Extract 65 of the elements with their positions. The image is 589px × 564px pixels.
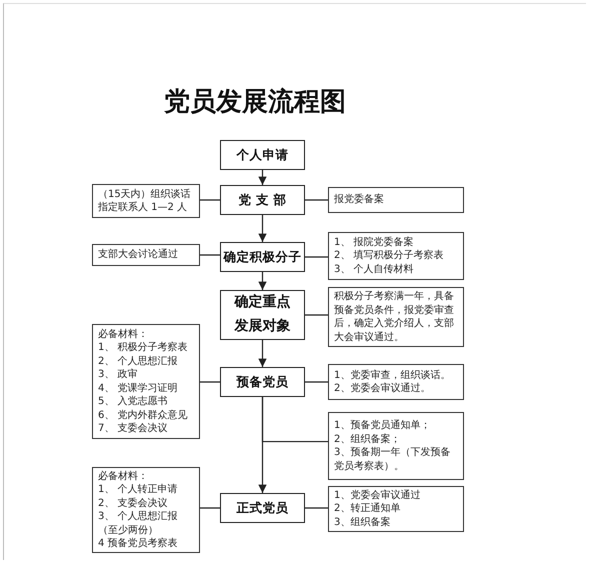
note-box [328,287,464,347]
note-box [328,232,464,280]
note-text: 积极分子考察满一年，具备预备党员条件，报党委审查后，确定入党介绍人，支部大会审议通过。 [334,290,455,344]
connector-line [305,314,328,316]
note-text: 2、转正通知单 [334,502,402,516]
step-label: 正式党员 [236,499,288,518]
process-box [220,367,305,397]
note-box [92,324,200,439]
step-label: 确定积极分子 [224,248,302,266]
note-text: 4 预备党员考察表 [98,537,179,550]
connector-line [305,507,328,509]
connector-line [305,381,328,383]
note-box [328,412,464,480]
note-text: 1、党委会审议通过 [334,488,422,502]
connector-line [305,199,328,201]
process-box [220,140,305,170]
note-box [328,486,464,532]
note-text: 1、 积极分子考察表 [98,341,189,354]
note-text: 3、组织备案 [334,516,392,530]
note-text: 1、预备党员通知单； [334,419,432,432]
arrow [258,340,267,367]
note-box [328,187,464,213]
note-text: （15天内）组织谈话指定联系人 1—2 人 [98,188,192,214]
step-label: 确定重点发展对象 [233,292,292,336]
note-text: 必备材料： [98,328,149,341]
step-label: 个人申请 [236,146,288,164]
step-label: 预备党员 [236,373,288,392]
connector-line [200,199,220,201]
note-text: 2、 填写积极分子考察表 [334,249,445,263]
connector-line [200,507,220,509]
note-text: 报党委备案 [334,193,385,207]
note-text: 2、 支委会决议 [98,496,169,510]
note-text: 2、组织备案； [334,432,402,446]
arrow [258,397,267,493]
step-label: 党 支 部 [238,191,286,210]
note-text: 6、 党内外群众意见 [98,408,189,422]
note-text: 支部大会讨论通过 [98,248,179,262]
note-text: 3、 个人思想汇报（至少两份） [98,510,179,537]
arrow [258,170,267,185]
note-box [92,184,200,218]
note-text: 1、 报院党委备案 [334,236,415,250]
note-text: 7、 支委会决议 [98,422,169,436]
note-text: 1、党委审查，组织谈话。 [334,368,452,382]
arrow [258,272,267,290]
process-box [220,242,305,272]
connector-line [305,256,328,258]
process-box [220,290,305,340]
note-box [92,467,200,553]
note-text: 3、预备期一年（下发预备党员考察表）。 [334,446,452,473]
note-box [328,364,464,400]
process-box [220,493,305,523]
note-text: 3、 个人自传材料 [334,262,415,276]
diagram-title: 党员发展流程图 [163,86,347,119]
connector-line [200,381,220,383]
note-text: 5、 入党志愿书 [98,395,169,408]
connector-line [200,254,220,256]
note-text: 2、党委会审议通过。 [334,382,432,396]
note-text: 4、 党课学习证明 [98,382,179,395]
note-text: 3、 政审 [98,368,139,382]
note-text: 2、 个人思想汇报 [98,354,179,368]
process-box [220,185,305,215]
note-text: 必备材料： [98,470,149,483]
arrow [258,215,267,242]
note-box [92,244,200,266]
note-text: 1、 个人转正申请 [98,483,179,496]
